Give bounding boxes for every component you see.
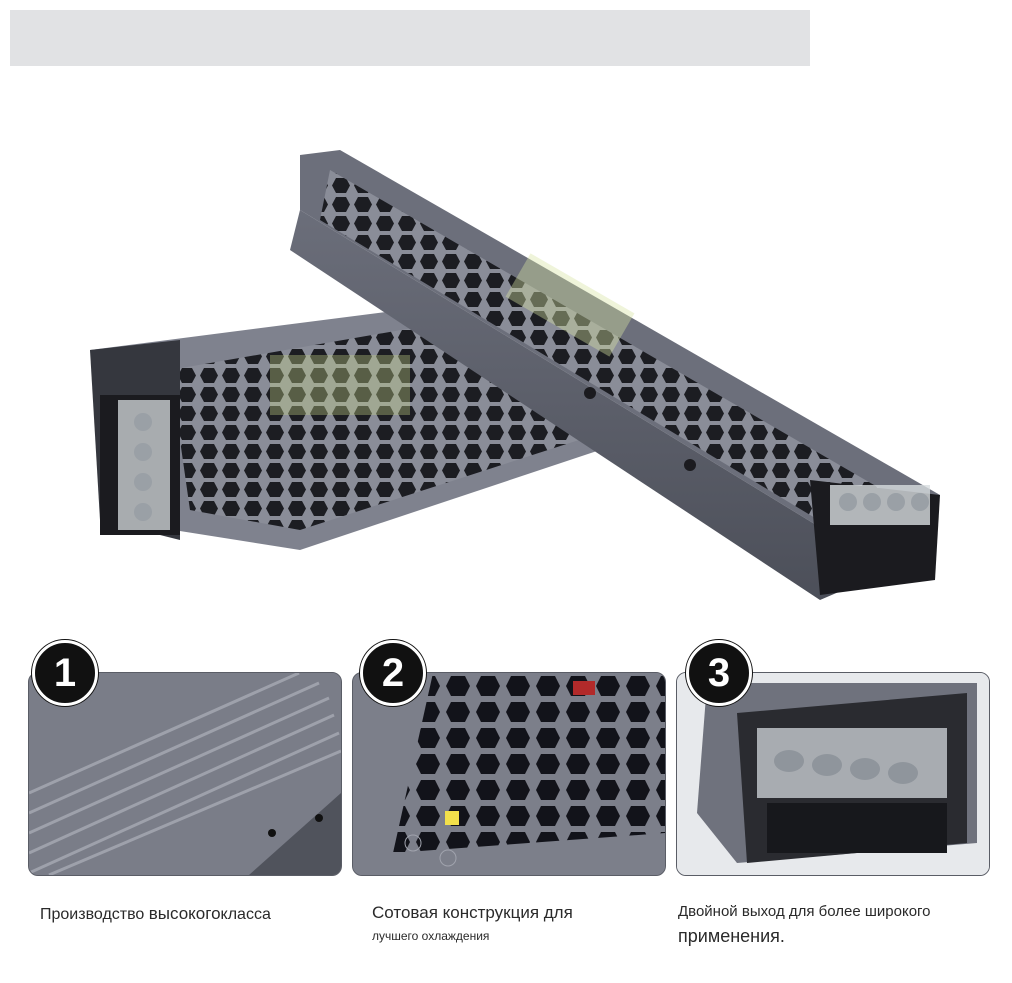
feature-caption-2: Сотовая конструкция для лучшего охлажден… [372, 903, 573, 943]
caption-3-line-1: Двойной выход для более широкого [678, 903, 931, 920]
feature-caption-3: Двойной выход для более широкого примене… [678, 903, 931, 947]
feature-number-badge-2: 2 [360, 640, 426, 706]
caption-2-line-2: лучшего охлаждения [372, 929, 490, 943]
feature-panel-1 [28, 672, 342, 876]
honeycomb-vent-closeup [353, 673, 665, 875]
caption-1-part-c: класса [220, 906, 271, 923]
feature-caption-1: Производство высокогокласса [40, 904, 271, 924]
feature-panel-3 [676, 672, 990, 876]
dual-output-terminal-closeup [677, 673, 989, 875]
caption-1-part-a: Производство [40, 906, 149, 923]
front-power-supply [290, 150, 940, 600]
back-terminal-block [100, 395, 180, 535]
caption-3-line-2: применения. [678, 926, 785, 946]
product-photo [90, 150, 940, 600]
caption-1-part-b: высокого [148, 904, 221, 923]
feature-number-badge-3: 3 [686, 640, 752, 706]
caption-2-line-1: Сотовая конструкция для [372, 903, 573, 922]
feature-panel-2 [352, 672, 666, 876]
ribbed-housing-closeup [29, 673, 341, 875]
feature-number-badge-1: 1 [32, 640, 98, 706]
front-terminal-block [810, 480, 940, 595]
top-banner [10, 10, 810, 66]
